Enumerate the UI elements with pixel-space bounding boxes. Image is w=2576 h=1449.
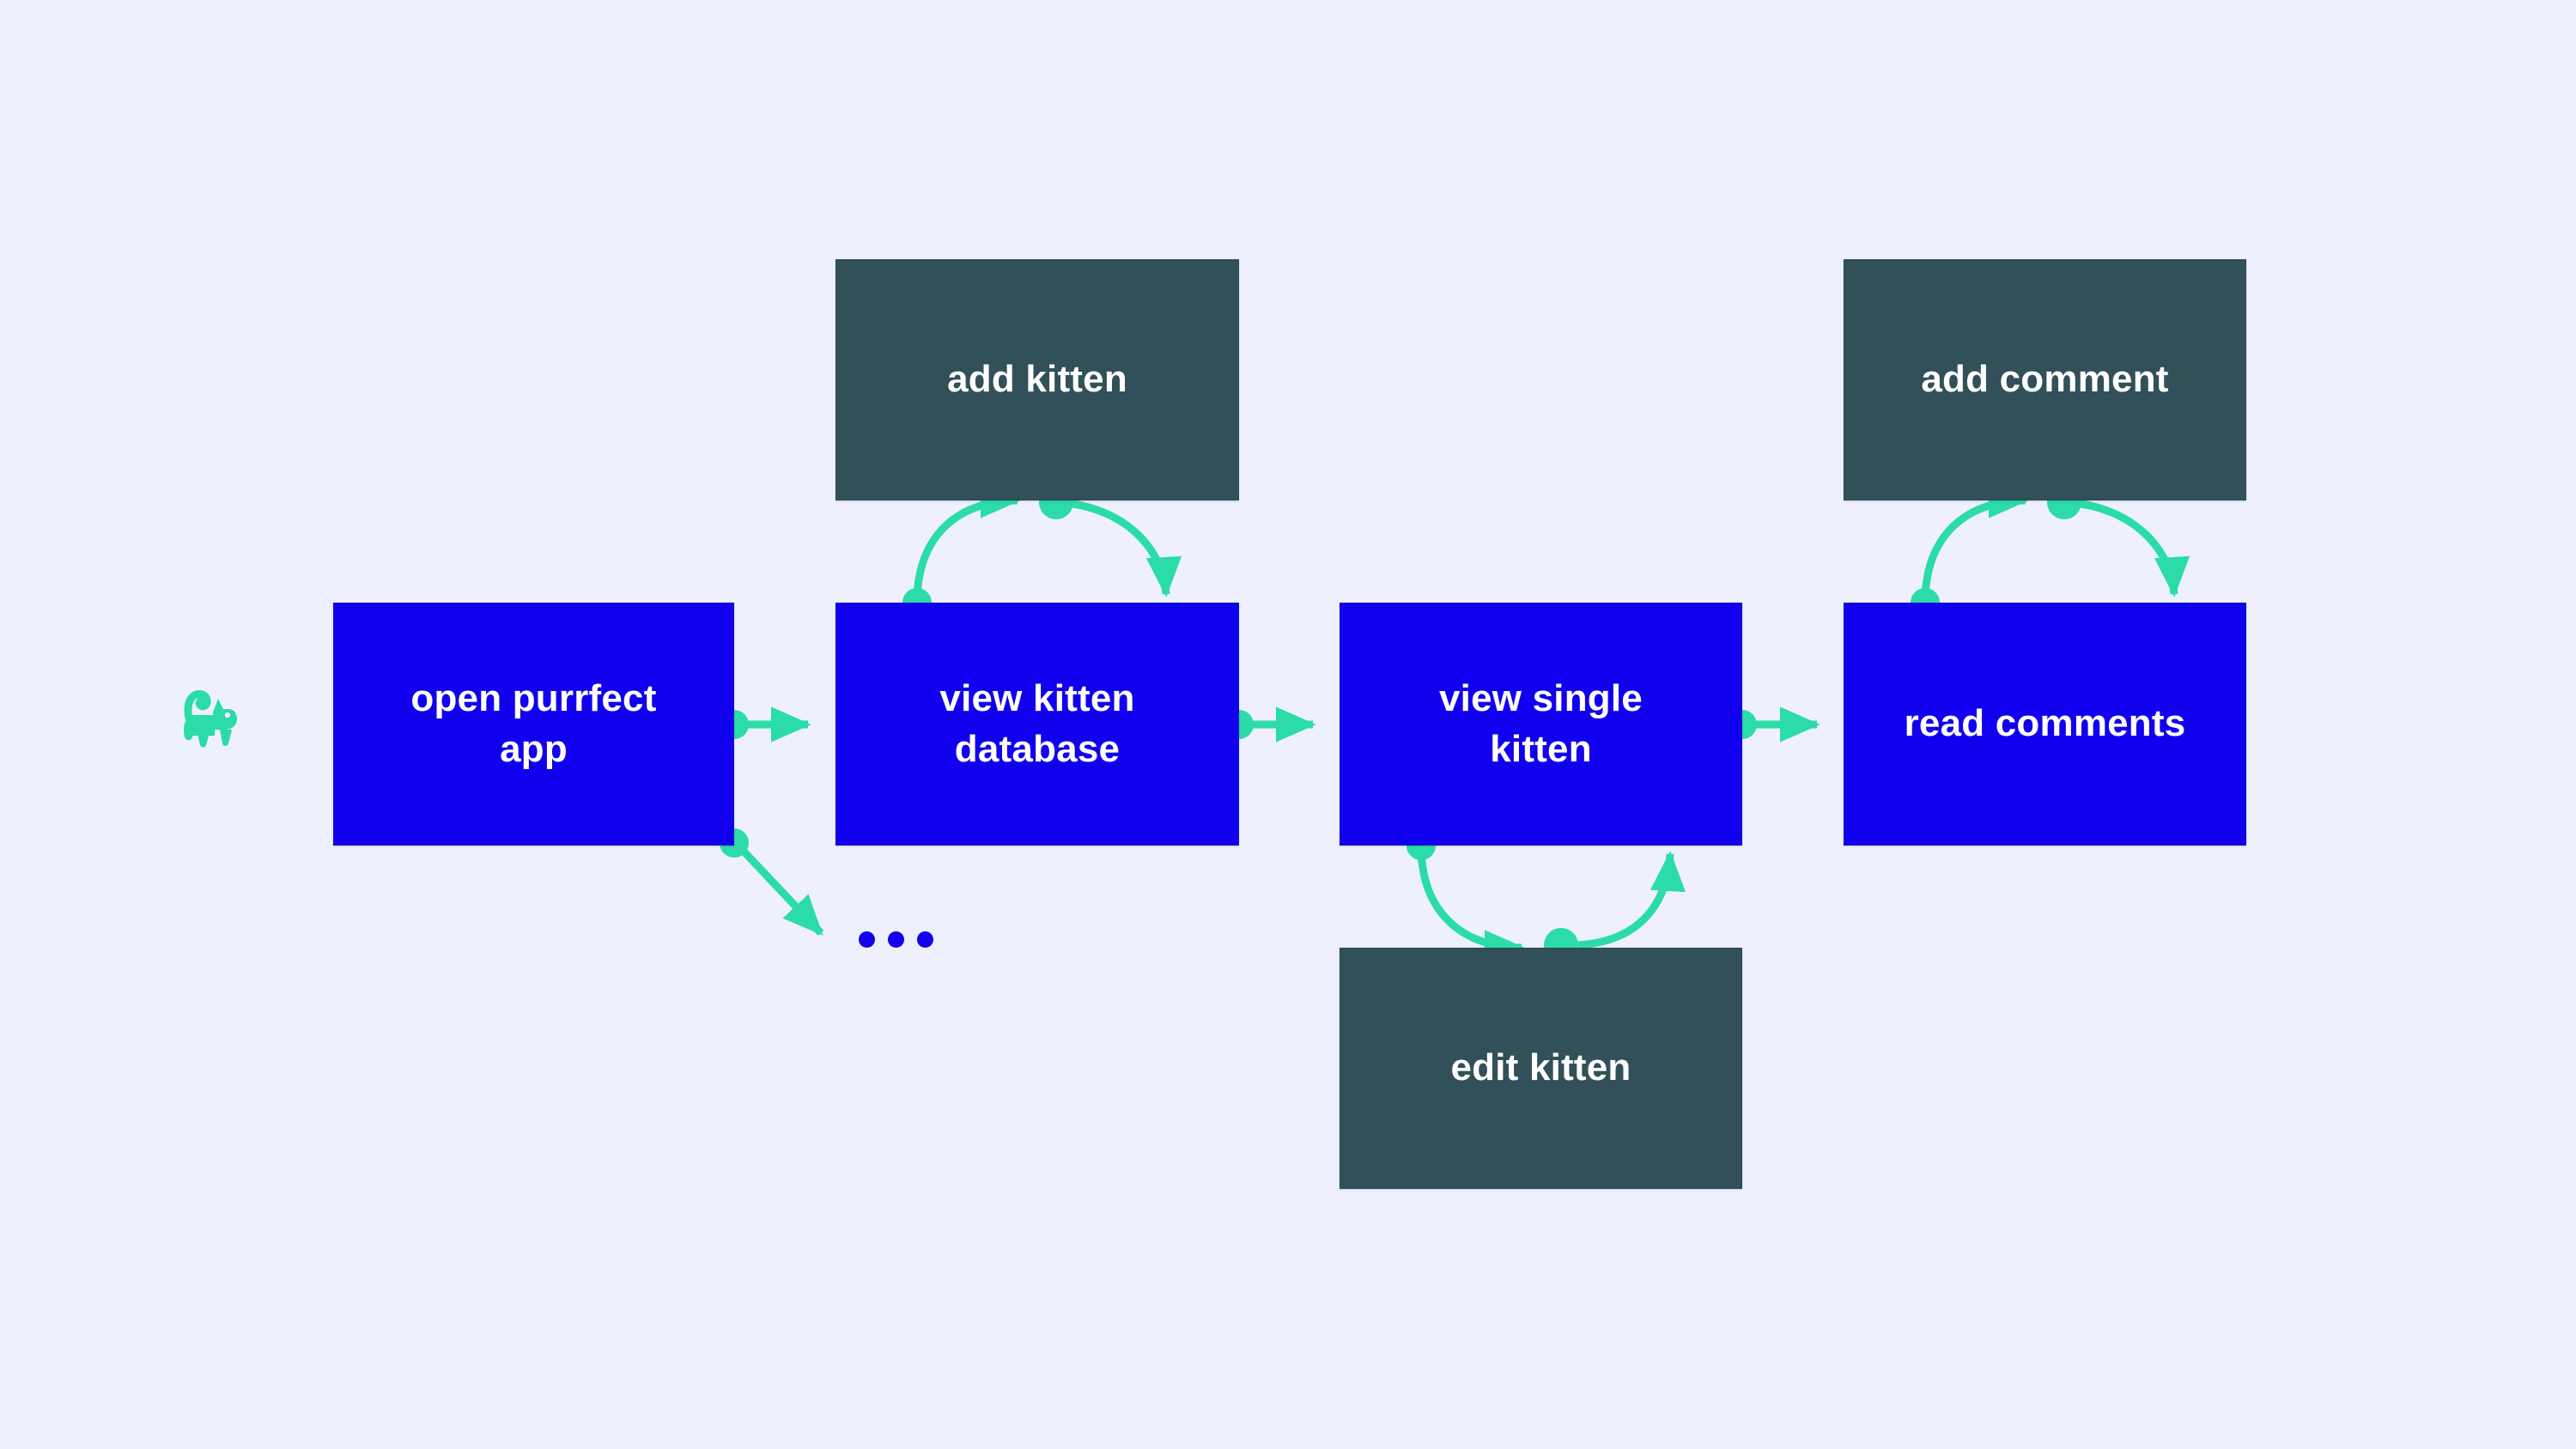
node-label: open purrfect app <box>410 677 657 770</box>
node-view-single-kitten[interactable]: view single kitten <box>1340 603 1742 846</box>
node-add-comment[interactable]: add comment <box>1844 259 2246 500</box>
node-view-kitten-database[interactable]: view kitten database <box>835 603 1239 846</box>
edge-view-db-to-add-kitten <box>902 482 1021 617</box>
ellipsis-dot <box>888 931 904 948</box>
node-label: add kitten <box>947 358 1127 401</box>
node-open-purrfect-app[interactable]: open purrfect app <box>333 603 734 846</box>
node-label: read comments <box>1904 702 2186 745</box>
node-label: view kitten database <box>939 677 1135 770</box>
node-read-comments[interactable]: read comments <box>1844 603 2246 846</box>
cat-icon <box>168 687 247 759</box>
edge-edit-kitten-to-view-single <box>1544 851 1686 962</box>
ellipsis-dot <box>917 931 933 948</box>
edge-add-kitten-to-view-db <box>1039 485 1182 597</box>
edge-add-comment-to-read <box>2047 485 2190 597</box>
node-add-kitten[interactable]: add kitten <box>835 259 1239 500</box>
edge-view-single-to-edit-kitten <box>1406 831 1525 966</box>
edge-read-to-add-comment <box>1911 482 2029 617</box>
node-edit-kitten[interactable]: edit kitten <box>1340 948 1742 1189</box>
node-label: view single kitten <box>1439 677 1643 770</box>
ellipsis-dot <box>859 931 875 948</box>
node-label: add comment <box>1921 358 2169 401</box>
edge-open-app-to-more <box>720 828 824 937</box>
node-label: edit kitten <box>1450 1046 1631 1089</box>
more-ellipsis[interactable] <box>859 931 933 948</box>
